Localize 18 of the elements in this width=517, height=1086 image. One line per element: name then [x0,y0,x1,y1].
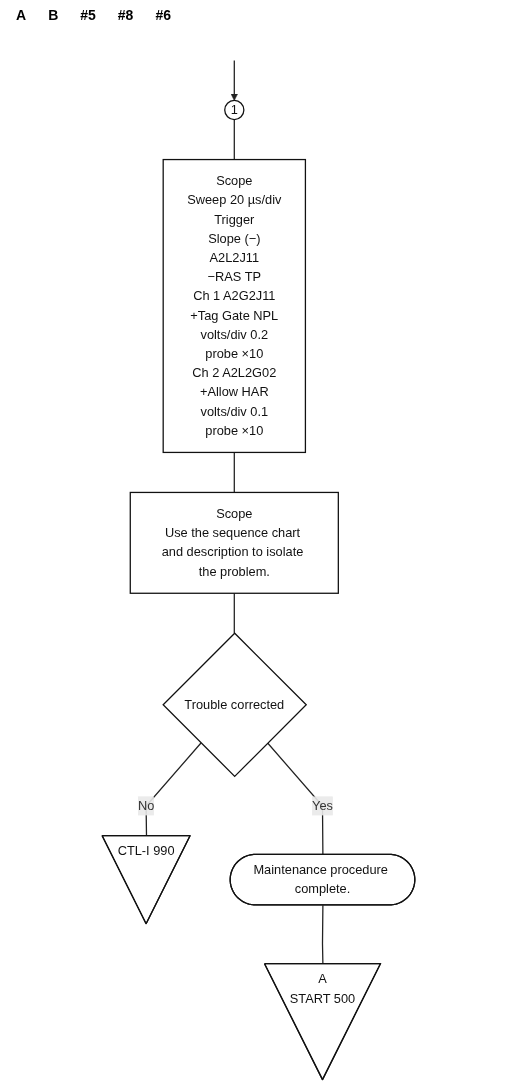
arrow [230,59,238,101]
node-diamond: Trouble corrected [162,632,308,778]
edge-label: Yes [312,798,334,813]
connector [321,904,324,965]
connector [267,742,324,856]
node-circle: 1 [224,99,245,121]
callout-label: B [47,6,60,24]
connector [233,118,235,161]
callout-label: #5 [79,6,97,24]
connector [233,592,235,634]
callout-label: #8 [116,6,135,24]
connector [233,451,235,494]
node-box: Scope Use the sequence chart and description to isolate the problem. [129,491,340,594]
edge-label: No [138,798,155,813]
connector [145,742,202,837]
callout-label: A [15,6,28,24]
callout-label: #6 [154,6,172,24]
node-box: Scope Sweep 20 µs/div Trigger Slope (−) A2L2J11 −RAS TP Ch 1 A2G2J11 +Tag Gate NPL volts/div 0.2 probe ×10 Ch 2 A2L2G02 +Allow HAR volts/div 0.1 probe ×10 [162,158,307,454]
